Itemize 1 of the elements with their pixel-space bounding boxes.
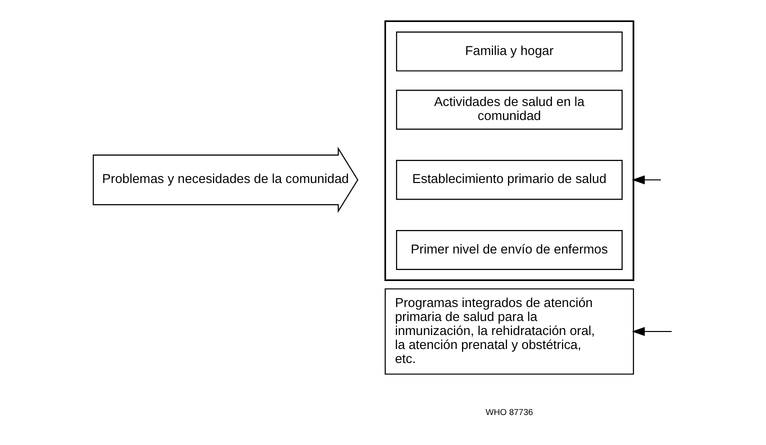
label: WHO 87736 (486, 407, 534, 418)
